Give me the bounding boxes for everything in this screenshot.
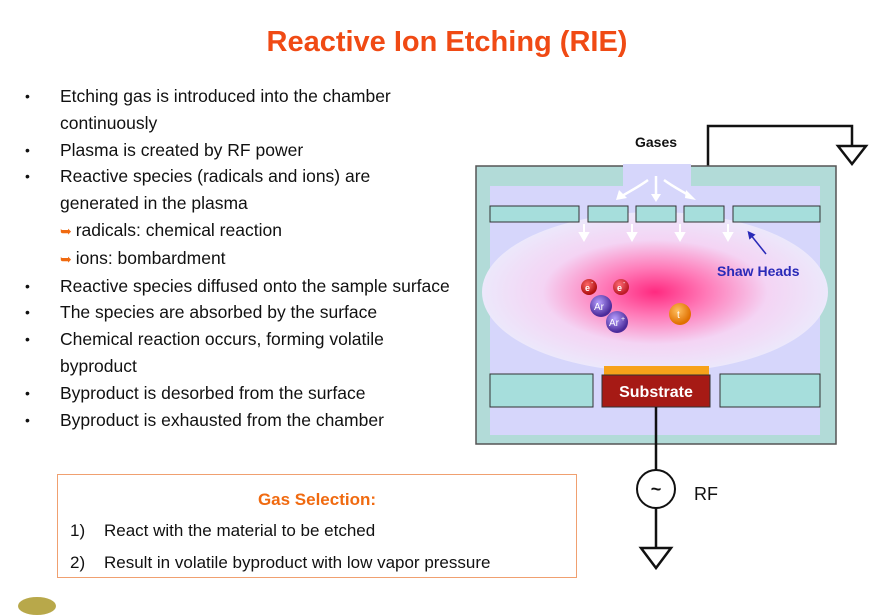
bullet-dot: • bbox=[25, 304, 30, 321]
substrate-layer bbox=[604, 366, 709, 375]
shower-head-plate bbox=[732, 205, 821, 223]
arrow-icon: ➥ bbox=[60, 250, 72, 267]
rf-source-symbol: ~ bbox=[651, 479, 662, 499]
gases-label: Gases bbox=[635, 134, 677, 150]
gas-selection-item: 2) Result in volatile byproduct with low … bbox=[70, 553, 490, 573]
radical-symbol: t bbox=[677, 310, 680, 321]
bullet-dot: • bbox=[25, 168, 30, 185]
bullet-text: Etching gas is introduced into the chamb… bbox=[60, 86, 391, 133]
sub-bullet-text: ions: bombardment bbox=[75, 247, 226, 268]
bullet-text: Byproduct is desorbed from the surface bbox=[60, 382, 366, 403]
electron-charge: - bbox=[591, 280, 594, 287]
shaw-heads-pointer bbox=[747, 230, 767, 255]
bullet-dot: • bbox=[25, 384, 30, 401]
bullet-item: • Byproduct is desorbed from the surface bbox=[22, 380, 452, 407]
argon-atom: Ar bbox=[590, 295, 612, 317]
substrate-label: Substrate bbox=[619, 384, 693, 401]
ground-top-icon bbox=[835, 144, 869, 167]
bullet-text: Reactive species diffused onto the sampl… bbox=[60, 275, 450, 296]
electron-particle: e - bbox=[613, 279, 629, 295]
gas-selection-title: Gas Selection: bbox=[257, 490, 377, 509]
bullet-text: Plasma is created by RF power bbox=[60, 139, 304, 160]
bullet-text: Byproduct is exhausted from the chamber bbox=[60, 409, 384, 430]
item-number: 2) bbox=[70, 553, 86, 572]
bullet-text: The species are absorbed by the surface bbox=[60, 302, 378, 323]
electron-symbol: e bbox=[617, 283, 622, 293]
logo-icon bbox=[18, 597, 56, 615]
substrate-block bbox=[601, 374, 711, 408]
sub-bullet-item: ➥ions: bombardment bbox=[22, 245, 452, 273]
item-text: React with the material to be etched bbox=[104, 521, 376, 540]
sub-bullet-text: radicals: chemical reaction bbox=[75, 219, 282, 240]
bullet-dot: • bbox=[25, 141, 30, 158]
bullet-dot: • bbox=[25, 411, 30, 428]
slide-title: Reactive Ion Etching (RIE) bbox=[266, 26, 628, 58]
bullet-text: Reactive species (radicals and ions) are… bbox=[60, 166, 371, 214]
bullet-item: • Reactive species diffused onto the samp… bbox=[22, 273, 452, 300]
argon-ion-symbol: Ar bbox=[609, 318, 620, 329]
bullet-item: • Reactive species (radicals and ions) ar… bbox=[22, 163, 452, 217]
argon-ion-charge: + bbox=[621, 316, 625, 323]
ground-bottom-icon bbox=[638, 546, 674, 571]
argon-symbol: Ar bbox=[594, 302, 605, 313]
gas-exhaust-line bbox=[706, 124, 854, 166]
electron-symbol: e bbox=[585, 283, 590, 293]
bullet-dot: • bbox=[25, 88, 30, 104]
bullet-dot: • bbox=[25, 331, 30, 348]
plasma-cloud bbox=[482, 212, 828, 372]
bullet-item: • Etching gas is introduced into the cham… bbox=[22, 83, 452, 137]
shower-head-plate bbox=[635, 205, 677, 223]
sub-bullet-item: ➥radicals: chemical reaction bbox=[22, 217, 452, 245]
lower-electrode-right bbox=[719, 373, 821, 408]
bullet-item: • Plasma is created by RF power bbox=[22, 137, 452, 164]
shower-head-plate bbox=[683, 205, 725, 223]
bullet-text: Chemical reaction occurs, forming volati… bbox=[60, 329, 384, 376]
shaw-heads-label: Shaw Heads bbox=[717, 263, 800, 279]
gas-flow-arrowheads bbox=[616, 190, 696, 202]
electron-particle: e - bbox=[581, 279, 597, 295]
bullet-dot: • bbox=[25, 277, 30, 294]
bullet-list: • Etching gas is introduced into the cham… bbox=[22, 83, 452, 433]
shower-head-plate bbox=[587, 205, 629, 223]
lower-electrode-left bbox=[489, 373, 594, 408]
gas-selection-item: 1) React with the material to be etched bbox=[70, 521, 375, 541]
item-text: Result in volatile byproduct with low va… bbox=[104, 553, 491, 572]
gas-selection-box: Gas Selection: 1) React with the material… bbox=[57, 474, 577, 578]
bullet-item: • Byproduct is exhausted from the chamber bbox=[22, 407, 452, 434]
argon-ion: Ar + bbox=[606, 311, 628, 333]
diffusion-arrows bbox=[578, 224, 734, 243]
shower-head-plate bbox=[489, 205, 580, 223]
electron-charge: - bbox=[623, 280, 626, 287]
arrow-icon: ➥ bbox=[60, 222, 72, 239]
item-number: 1) bbox=[70, 521, 86, 540]
radical-particle: t bbox=[669, 303, 691, 325]
bullet-item: • The species are absorbed by the surface bbox=[22, 299, 452, 326]
bullet-item: • Chemical reaction occurs, forming volat… bbox=[22, 326, 452, 380]
rf-label: RF bbox=[694, 484, 718, 504]
